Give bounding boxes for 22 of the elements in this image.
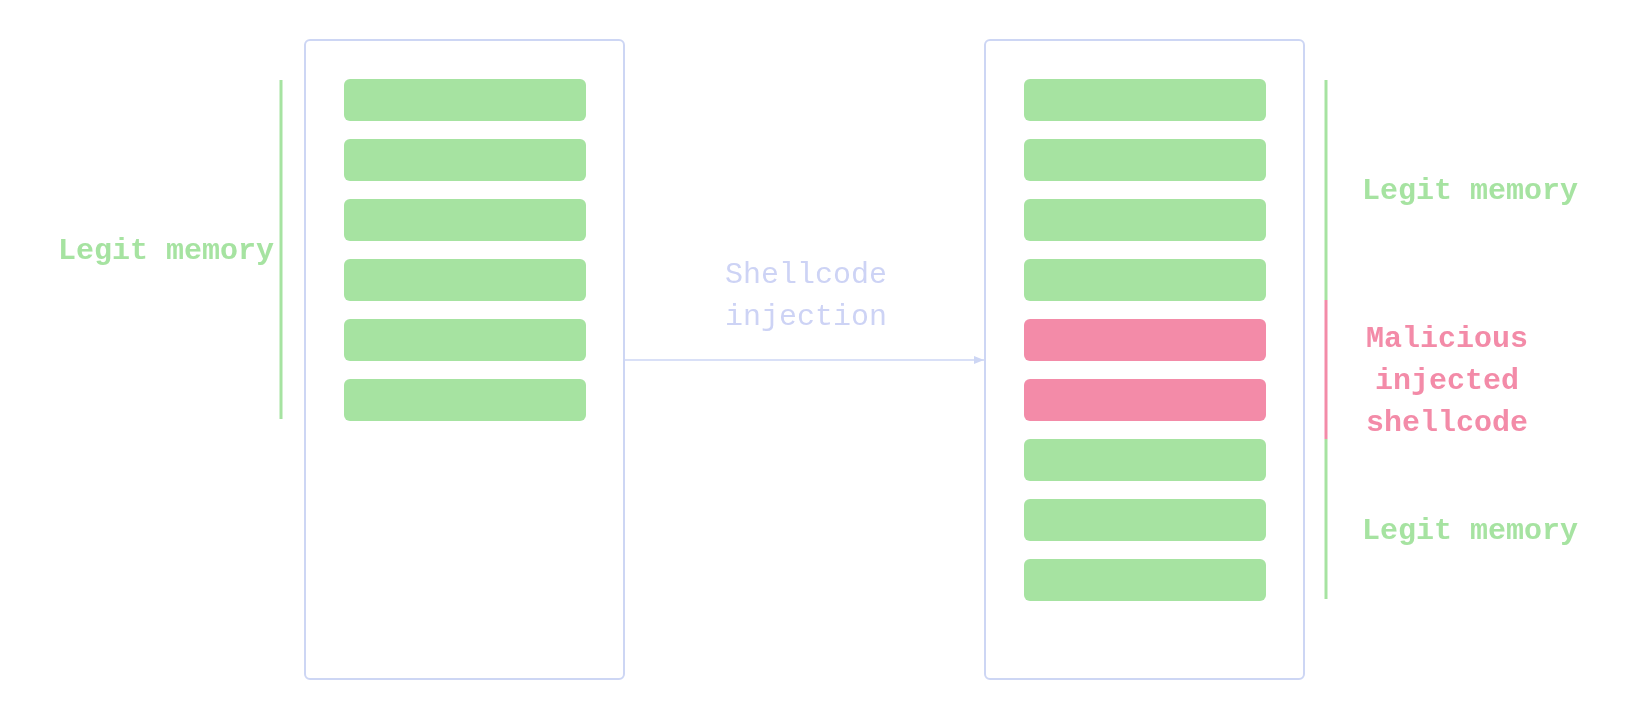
memory-panel [984, 39, 1305, 680]
memory-block [1024, 499, 1266, 541]
memory-block [344, 79, 586, 121]
bracket-label: Legit memory [56, 233, 274, 270]
memory-block [344, 199, 586, 241]
memory-block [344, 319, 586, 361]
injected-memory-block [1024, 319, 1266, 361]
memory-block [1024, 259, 1266, 301]
injected-memory-block [1024, 379, 1266, 421]
bracket-label: Legit memory [1360, 173, 1579, 210]
bracket-label: Legit memory [1360, 513, 1579, 550]
memory-block [344, 379, 586, 421]
memory-block [1024, 559, 1266, 601]
memory-block [344, 139, 586, 181]
arrow [624, 356, 985, 364]
memory-block [1024, 139, 1266, 181]
bracket-label: Malicious injected shellcode [1365, 321, 1529, 442]
memory-panel [304, 39, 625, 680]
memory-block [344, 259, 586, 301]
memory-block [1024, 199, 1266, 241]
memory-block [1024, 439, 1266, 481]
memory-block [1024, 79, 1266, 121]
